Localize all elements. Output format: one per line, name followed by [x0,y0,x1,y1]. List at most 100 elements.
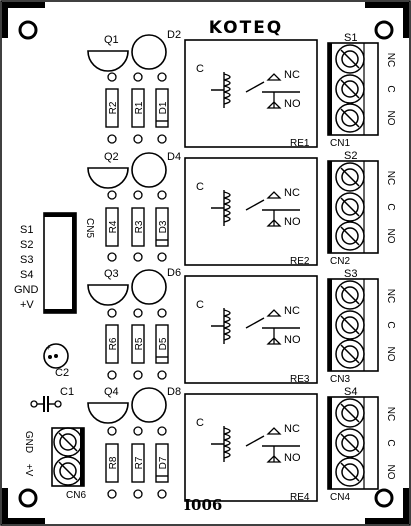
capacitor-c1: C1 [30,386,74,412]
relay-4: C NC NO RE4 [184,393,318,503]
transistor-label: Q2 [104,151,119,163]
diode-body [155,207,169,247]
pin-label-nc: NC [385,407,396,421]
cn5-pin-s2: S2 [20,239,33,251]
transistor-outline [87,284,129,306]
resistor-body [131,324,145,364]
connector-label: CN1 [330,138,350,149]
pin-label-no: NO [385,347,396,362]
nc-arrow-icon [266,73,282,81]
mount-hole-br [374,488,394,508]
pin-label-no: NO [385,465,396,480]
cn6-pin-v: +V [23,464,34,477]
resistor-body [105,324,119,364]
pin-label-c: C [385,85,396,92]
resistor-label: R6 [108,337,119,350]
relay-no-label: NO [284,334,301,346]
connector-label: CN2 [330,256,350,267]
resistor-array: R2 R1 D1 R4 R3 D3 [105,72,169,499]
nc-arrow-icon [266,191,282,199]
switch-label: S4 [344,386,357,398]
diode-outline [131,34,167,70]
pin-label-nc: NC [385,289,396,303]
mount-hole-tl [18,20,38,40]
diode-body [155,88,169,128]
connector-label: CN3 [330,374,350,385]
resistor-row-3: R6 R5 D5 [105,308,169,380]
channel-2-driver: Q2 D4 [87,151,181,189]
switch-label: S1 [344,32,357,44]
diode-outline [131,269,167,305]
power-input-cn6: GND +V CN6 [23,427,86,501]
corner-bracket-tl [2,2,45,38]
pin-label-c: C [385,203,396,210]
transistor-label: Q1 [104,34,119,46]
relay-nc-label: NC [284,187,300,199]
relay-2: C NC NO RE2 [184,157,318,267]
pin-label-no: NO [385,229,396,244]
diode-body [155,443,169,483]
pin-label-c: C [385,439,396,446]
resistor-label: R2 [108,101,119,114]
diode-label: D3 [158,220,169,233]
diode-outline [131,387,167,423]
c2-label: C2 [55,367,69,379]
resistor-row-1: R2 R1 D1 [105,72,169,144]
header-label: CN5 [84,218,95,238]
mount-hole-tr [374,20,394,40]
relay-1: C NC NO RE1 [184,39,318,149]
c2-plus: + [46,343,51,352]
relay-coil-icon [211,72,231,108]
transistor-outline [87,50,129,72]
relay-designator: RE1 [290,138,310,149]
pin-label-nc: NC [385,53,396,67]
board-id: I006 [184,496,222,514]
diode-label: D1 [158,101,169,114]
transistor-outline [87,167,129,189]
pin-label-nc: NC [385,171,396,185]
resistor-label: R1 [134,101,145,114]
terminal-block-4: S4 NC C NO CN4 [327,386,396,503]
relay-coil-label: C [196,299,204,311]
resistor-row-4: R8 R7 D7 [105,426,169,499]
resistor-body [105,207,119,247]
cn5-pin-v: +V [20,299,34,311]
relay-outline [184,39,318,148]
resistor-label: R7 [134,456,145,469]
relay-outline [184,275,318,384]
relay-no-label: NO [284,216,301,228]
relay-nc-label: NC [284,305,300,317]
relay-3: C NC NO RE3 [184,275,318,385]
diode-label: D2 [167,29,181,41]
diode-label: D8 [167,386,181,398]
corner-bracket-tr [365,2,409,38]
relay-designator: RE3 [290,374,310,385]
nc-arrow-icon [266,309,282,317]
mount-hole-bl [18,488,38,508]
diode-label: D5 [158,337,169,350]
corner-bracket-bl [2,488,45,524]
resistor-label: R4 [108,220,119,233]
resistor-body [131,443,145,483]
resistor-label: R8 [108,456,119,469]
diode-label: D7 [158,456,169,469]
cn5-pin-s4: S4 [20,269,33,281]
capacitor-c2: + C2 [43,343,69,379]
cn5-pin-s1: S1 [20,224,33,236]
relay-coil-icon [211,426,231,462]
resistor-body [105,443,119,483]
cn6-pin-gnd: GND [23,431,34,453]
relay-outline [184,157,318,266]
relay-coil-icon [211,190,231,226]
relay-designator: RE2 [290,256,310,267]
transistor-outline [87,402,129,424]
terminal-block-2: S2 NC C NO CN2 [327,150,396,267]
relay-coil-icon [211,308,231,344]
resistor-body [105,88,119,128]
relay-no-label: NO [284,452,301,464]
resistor-label: R3 [134,220,145,233]
cn5-pin-gnd: GND [14,284,39,296]
brand-logo: KOTEQ [209,18,284,38]
relay-no-label: NO [284,98,301,110]
